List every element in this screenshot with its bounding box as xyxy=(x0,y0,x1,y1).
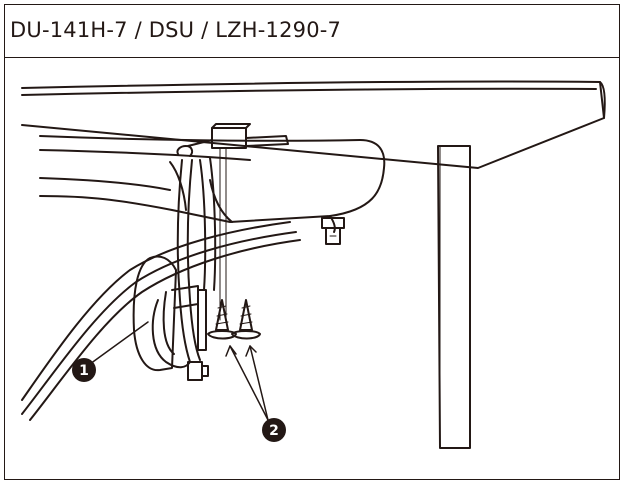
page-title: DU-141H-7 / DSU / LZH-1290-7 xyxy=(10,18,342,42)
leader-lines xyxy=(89,321,269,421)
wood-screw-right xyxy=(231,299,261,340)
cable-drop xyxy=(197,147,227,351)
table-top xyxy=(21,80,606,169)
callout-2-marker: 2 xyxy=(262,418,286,442)
title-divider xyxy=(4,57,620,58)
callout-1-label: 1 xyxy=(79,363,89,379)
table-leg xyxy=(437,145,471,449)
callout-1-marker: 1 xyxy=(72,358,96,382)
drain-bolt xyxy=(321,217,345,245)
callout-2-label: 2 xyxy=(269,423,279,439)
mounting-bracket xyxy=(176,123,289,157)
wood-screw-left xyxy=(207,299,237,340)
cable-connector xyxy=(187,361,209,381)
